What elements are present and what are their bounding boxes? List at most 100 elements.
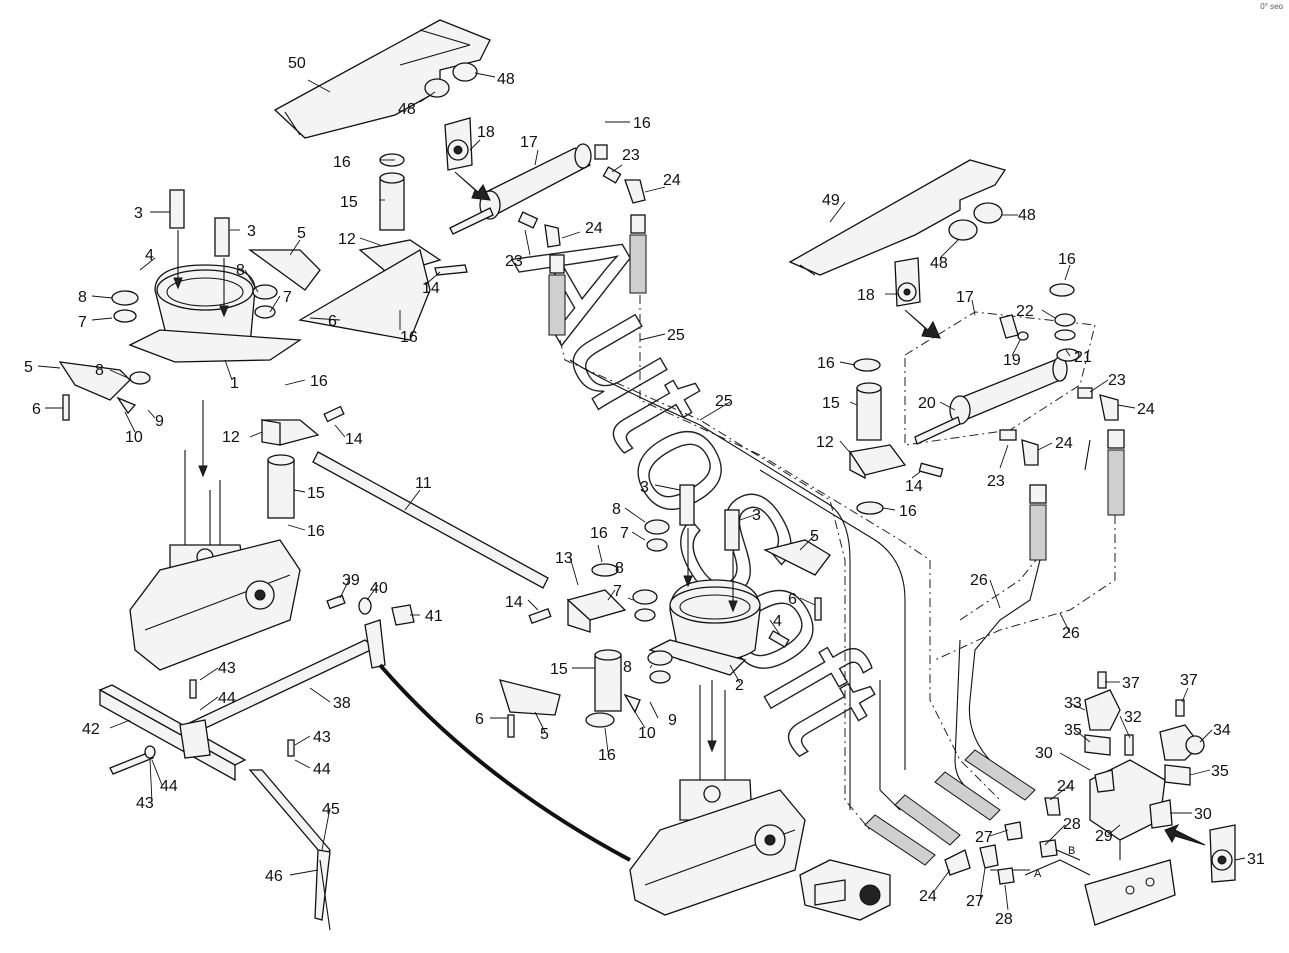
callout-23: 23 — [987, 473, 1005, 490]
callout-16: 16 — [633, 115, 651, 132]
pivot-bracket-18-top — [444, 117, 491, 201]
connector-31 — [1164, 824, 1236, 883]
callout-1: 1 — [230, 375, 239, 392]
callout-11: 11 — [415, 475, 432, 492]
callout-22: 22 — [1016, 303, 1034, 320]
callout-50: 50 — [288, 55, 306, 72]
callout-20: 20 — [918, 395, 936, 412]
callout-12: 12 — [816, 434, 834, 451]
callout-14: 14 — [345, 431, 363, 448]
callout-28: 28 — [1063, 816, 1081, 833]
hose-clamp-48-top-a — [424, 62, 478, 98]
callout-16: 16 — [590, 525, 608, 542]
callout-48: 48 — [1018, 207, 1036, 224]
callout-6: 6 — [328, 313, 337, 330]
bracket-12-top — [298, 239, 468, 341]
callout-26: 26 — [1062, 625, 1080, 642]
control-valve-bottom — [799, 859, 891, 921]
assembly-arrows — [173, 230, 738, 753]
pivot-bracket-18-right — [894, 257, 941, 339]
callout-12: 12 — [222, 429, 240, 446]
pivot-block-12-right — [848, 358, 944, 515]
callout-38: 38 — [333, 695, 351, 712]
callout-2: 2 — [735, 677, 744, 694]
callout-6: 6 — [32, 401, 41, 418]
callout-37: 37 — [1122, 675, 1140, 692]
callout-23: 23 — [1108, 372, 1126, 389]
callout-4: 4 — [145, 247, 154, 264]
callout-45: 45 — [322, 801, 340, 818]
port-label-b: B — [1068, 845, 1075, 857]
callout-25: 25 — [715, 393, 733, 410]
callout-26: 26 — [970, 572, 988, 589]
callout-41: 41 — [425, 608, 443, 625]
plates-3-center — [679, 484, 740, 551]
callout-44: 44 — [218, 690, 236, 707]
corner-mark: 0° seo — [1260, 2, 1283, 11]
plates-3-left — [169, 189, 230, 257]
hose-clamp-48-right — [948, 202, 1003, 241]
callout-16: 16 — [310, 373, 328, 390]
callout-14: 14 — [505, 594, 523, 611]
callout-44: 44 — [160, 778, 178, 795]
callout-24: 24 — [663, 172, 681, 189]
frame-38 — [98, 619, 386, 860]
callout-15: 15 — [307, 485, 325, 502]
callout-48: 48 — [930, 255, 948, 272]
callout-3: 3 — [640, 479, 649, 496]
valve-assembly — [1084, 671, 1205, 926]
callout-15: 15 — [550, 661, 568, 678]
callout-28: 28 — [995, 911, 1013, 928]
callout-24: 24 — [919, 888, 937, 905]
callout-21: 21 — [1074, 349, 1092, 366]
callout-4: 4 — [773, 613, 782, 630]
callout-46: 46 — [265, 868, 283, 885]
callout-33: 33 — [1064, 695, 1082, 712]
cylinder-17-right-box — [904, 311, 1096, 446]
callout-9: 9 — [668, 712, 677, 729]
pivot-block-13 — [528, 563, 627, 728]
callout-16: 16 — [817, 355, 835, 372]
callout-27: 27 — [966, 893, 984, 910]
callout-5: 5 — [810, 528, 819, 545]
lower-hoses — [864, 749, 1061, 885]
left-track-assembly — [129, 539, 301, 671]
callout-10: 10 — [638, 725, 656, 742]
callout-48: 48 — [398, 101, 416, 118]
fittings-top — [517, 166, 647, 336]
callout-30: 30 — [1035, 745, 1053, 762]
callout-44: 44 — [313, 761, 331, 778]
right-hoses — [1029, 429, 1125, 561]
callout-39: 39 — [342, 572, 360, 589]
callout-16: 16 — [1058, 251, 1076, 268]
callout-16: 16 — [333, 154, 351, 171]
callout-labels: 50 48 48 16 18 17 23 24 16 15 12 23 24 3… — [24, 55, 1265, 928]
callout-35: 35 — [1064, 722, 1082, 739]
callout-7: 7 — [78, 314, 87, 331]
callout-3: 3 — [134, 205, 143, 222]
frame-fasteners — [109, 594, 415, 775]
callout-43: 43 — [136, 795, 154, 812]
center-washers — [632, 519, 831, 684]
callout-18: 18 — [857, 287, 875, 304]
callout-23: 23 — [622, 147, 640, 164]
callout-9: 9 — [155, 413, 164, 430]
callout-16: 16 — [307, 523, 325, 540]
bracket-45-46 — [314, 849, 331, 931]
callout-14: 14 — [422, 280, 440, 297]
callout-8: 8 — [95, 362, 104, 379]
callout-10: 10 — [125, 429, 143, 446]
callout-16: 16 — [400, 329, 418, 346]
callout-31: 31 — [1247, 851, 1265, 868]
callout-16: 16 — [598, 747, 616, 764]
callout-12: 12 — [338, 231, 356, 248]
callout-8: 8 — [236, 262, 245, 279]
callout-17: 17 — [520, 134, 538, 151]
callout-24: 24 — [1057, 778, 1075, 795]
callout-7: 7 — [620, 525, 629, 542]
callout-27: 27 — [975, 829, 993, 846]
callout-8: 8 — [612, 501, 621, 518]
callout-5: 5 — [297, 225, 306, 242]
callout-8: 8 — [78, 289, 87, 306]
callout-13: 13 — [555, 550, 573, 567]
